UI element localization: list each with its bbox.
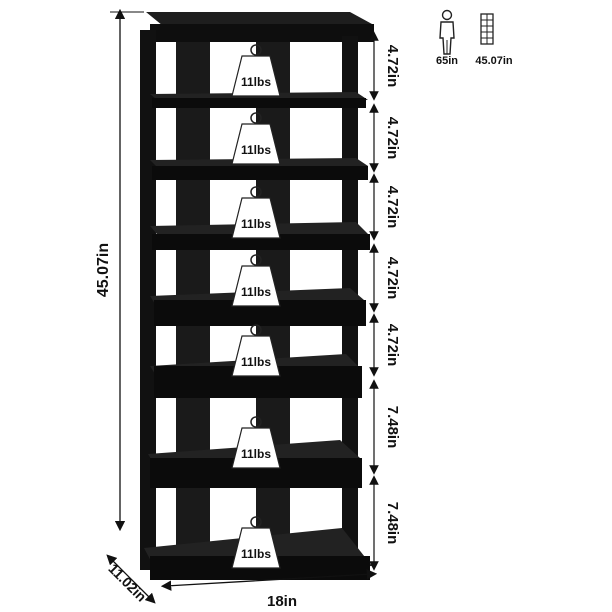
gap-dimension-3: 4.72in xyxy=(369,173,401,241)
scale-reference: 65in 45.07in xyxy=(436,9,513,67)
weight-tag-7: 11lbs xyxy=(231,516,281,569)
weight-tag-3: 11lbs xyxy=(231,186,281,239)
person-icon xyxy=(439,9,455,55)
width-label: 18in xyxy=(267,593,297,610)
weight-label: 11lbs xyxy=(241,355,271,369)
weight-tag-5: 11lbs xyxy=(231,324,281,377)
gap-label: 7.48in xyxy=(384,502,401,545)
gap-dimension-4: 4.72in xyxy=(369,243,401,313)
weight-label: 11lbs xyxy=(241,217,271,231)
weight-tag-1: 11lbs xyxy=(231,44,281,97)
shelf-2 xyxy=(150,158,368,180)
gap-dimension-1: 4.72in xyxy=(369,31,401,101)
rack-height-label: 45.07in xyxy=(475,55,513,67)
gap-dimensions: 4.72in 4.72in 4.72in 4.72in 4.72in 7.48i… xyxy=(369,31,401,571)
gap-label: 4.72in xyxy=(384,324,401,367)
gap-label: 4.72in xyxy=(384,186,401,229)
gap-dimension-7: 7.48in xyxy=(369,475,401,571)
weight-label: 11lbs xyxy=(241,143,271,157)
person-height-label: 65in xyxy=(436,55,458,67)
gap-dimension-6: 7.48in xyxy=(369,379,401,475)
gap-dimension-5: 4.72in xyxy=(369,313,401,377)
weight-label: 11lbs xyxy=(241,447,271,461)
rack-top-board xyxy=(150,24,374,42)
height-dimension: 45.07in xyxy=(95,8,144,532)
weight-tag-6: 11lbs xyxy=(231,416,281,469)
gap-label: 7.48in xyxy=(384,406,401,449)
shoe-rack xyxy=(140,12,374,580)
weight-tag-4: 11lbs xyxy=(231,254,281,307)
gap-dimension-2: 4.72in xyxy=(369,103,401,173)
gap-label: 4.72in xyxy=(384,45,401,88)
height-label: 45.07in xyxy=(95,243,112,297)
weight-label: 11lbs xyxy=(241,75,271,89)
shelf-1 xyxy=(150,92,368,108)
width-dimension: 18in xyxy=(160,569,378,610)
weight-label: 11lbs xyxy=(241,547,271,561)
rack-front-post-left xyxy=(140,30,156,570)
weight-label: 11lbs xyxy=(241,285,271,299)
gap-label: 4.72in xyxy=(384,257,401,300)
weight-tag-2: 11lbs xyxy=(231,112,281,165)
gap-label: 4.72in xyxy=(384,117,401,160)
rack-icon xyxy=(480,13,494,45)
